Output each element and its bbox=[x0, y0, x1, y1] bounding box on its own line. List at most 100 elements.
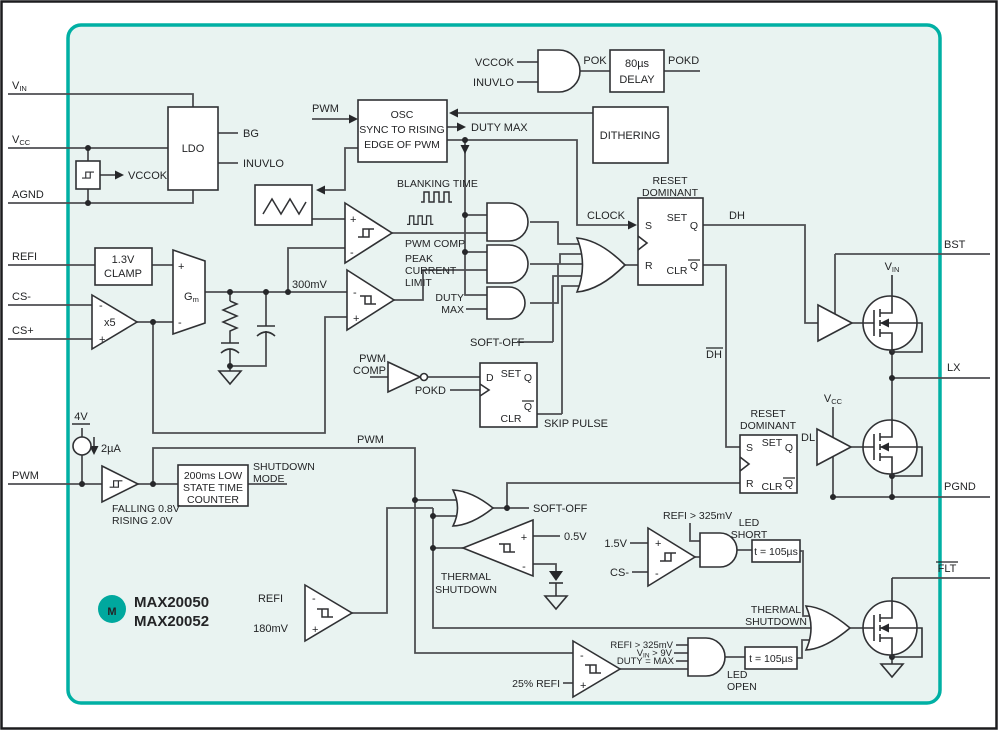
thermal-plus-sign: + bbox=[521, 532, 527, 544]
arrow-blanking-down-icon bbox=[460, 145, 470, 154]
osc-line1: OSC bbox=[391, 109, 414, 121]
clock-edge-icon bbox=[479, 383, 491, 397]
clock-edge-icon bbox=[637, 235, 649, 251]
ff-dh-qb: Q bbox=[690, 260, 698, 272]
ff-dh-q: Q bbox=[690, 220, 698, 232]
v05-label: 0.5V bbox=[564, 531, 587, 543]
pin-label-vcc: VCC bbox=[12, 134, 31, 147]
pin-label-flt: FLT bbox=[938, 563, 957, 575]
shutdown-mode-label-2: MODE bbox=[253, 473, 285, 485]
dh-label: DH bbox=[729, 210, 745, 222]
duty-label-2: MAX bbox=[441, 304, 464, 316]
pwm-comp-inverter bbox=[387, 360, 429, 394]
thermal-diode bbox=[549, 571, 563, 584]
x5-amplifier bbox=[91, 293, 139, 351]
vccok-in-label: VCCOK bbox=[475, 57, 515, 69]
pwmcomp-minus-sign: - bbox=[350, 247, 354, 259]
fault-mosfet bbox=[850, 578, 923, 658]
led-open-label-1: LED bbox=[727, 669, 748, 681]
ff-dl-q: Q bbox=[785, 442, 793, 454]
sawtooth-wave-icon bbox=[262, 197, 307, 216]
refi-comp-label: REFI bbox=[258, 593, 283, 605]
ff-dh-s: S bbox=[645, 220, 652, 232]
pwm-schmitt-buffer bbox=[101, 464, 140, 504]
ff-dl-clr: CLR bbox=[761, 481, 782, 493]
pokd-label: POKD bbox=[668, 55, 699, 67]
pin-label-agnd: AGND bbox=[12, 189, 44, 201]
clamp-line1: 1.3V bbox=[112, 254, 135, 266]
led-open-delay-block bbox=[744, 646, 798, 670]
low-state-counter-block bbox=[177, 464, 249, 507]
clamp-block bbox=[94, 247, 153, 286]
pok-and-gate bbox=[537, 49, 581, 93]
thermal-shutdown-label-2: SHUTDOWN bbox=[745, 616, 807, 628]
pin-label-cs-plus: CS+ bbox=[12, 325, 34, 337]
ff-skip-q: Q bbox=[524, 372, 532, 384]
pok-label: POK bbox=[583, 55, 607, 67]
counter-line2: STATE TIME bbox=[183, 482, 243, 494]
pin-label-pwm: PWM bbox=[12, 470, 39, 482]
ff-dl-qb: Q bbox=[785, 478, 793, 490]
delay-80us-block bbox=[609, 49, 665, 93]
t105-label-1: t = 105µs bbox=[754, 546, 798, 558]
thermal-shutdown-comparator bbox=[460, 518, 534, 578]
dh-flip-flop bbox=[637, 197, 704, 286]
capacitor-icon bbox=[256, 325, 276, 337]
refi-plus-sign: + bbox=[312, 624, 318, 636]
pin-label-pgnd: PGND bbox=[944, 481, 976, 493]
counter-line3: COUNTER bbox=[187, 494, 239, 506]
ledshort-minus-sign: - bbox=[655, 568, 659, 580]
ledopen-minus-sign: - bbox=[580, 650, 584, 662]
maxim-logo: M MAX20050 MAX20052 bbox=[98, 594, 209, 630]
ff-dl-dominant: DOMINANT bbox=[740, 420, 797, 432]
duty-max-eq-label: DUTY = MAX bbox=[617, 656, 675, 667]
arrow-osc-to-sawtooth-icon bbox=[316, 185, 325, 195]
t105-label-2: t = 105µs bbox=[749, 653, 793, 665]
arrow-vccok-icon bbox=[115, 170, 124, 180]
arrow-2ua-icon bbox=[89, 446, 99, 455]
delay-line1: 80µs bbox=[625, 58, 650, 70]
thermal-minus-sign: - bbox=[522, 561, 526, 573]
thermal-label-1: THERMAL bbox=[441, 571, 491, 583]
pwm-comparator bbox=[344, 201, 394, 265]
ff-skip-clr: CLR bbox=[500, 413, 521, 425]
osc-pwm-in-label: PWM bbox=[312, 103, 339, 115]
ff-skip-qb: Q bbox=[524, 401, 532, 413]
x5-label: x5 bbox=[104, 317, 116, 329]
arrow-pwm-to-osc-icon bbox=[349, 114, 358, 124]
pin-label-lx: LX bbox=[947, 362, 961, 374]
high-side-mosfet bbox=[852, 275, 923, 353]
peak-label-1: PEAK bbox=[405, 253, 433, 265]
osc-block bbox=[357, 99, 448, 163]
inuvlo-label: INUVLO bbox=[243, 158, 284, 170]
peak-current-comparator bbox=[346, 268, 396, 332]
led-short-comparator bbox=[647, 526, 697, 588]
arrowheads bbox=[89, 108, 637, 455]
skip-pwm-label-1: PWM bbox=[359, 353, 386, 365]
diode-icon bbox=[549, 571, 563, 581]
arrow-clock-icon bbox=[628, 220, 637, 230]
thermal-label-2: SHUTDOWN bbox=[435, 584, 497, 596]
led-short-and-gate bbox=[699, 532, 738, 568]
pwm-internal-label: PWM bbox=[357, 434, 384, 446]
ff-dl-reset: RESET bbox=[750, 408, 786, 420]
ground-icon bbox=[543, 595, 569, 611]
falling-label: FALLING 0.8V bbox=[112, 503, 180, 515]
main-or-gate bbox=[575, 237, 627, 293]
part-number-1: MAX20050 bbox=[134, 594, 209, 611]
sawtooth-generator-block bbox=[254, 184, 313, 226]
led-open-label-2: OPEN bbox=[727, 681, 757, 693]
delay-line2: DELAY bbox=[619, 74, 655, 86]
bg-label: BG bbox=[243, 128, 259, 140]
peak-label-2: CURRENT bbox=[405, 265, 457, 277]
dithering-title: DITHERING bbox=[600, 130, 661, 142]
junction-dots bbox=[79, 137, 895, 660]
ff-dh-reset: RESET bbox=[652, 175, 688, 187]
ground-icon bbox=[879, 663, 905, 679]
x5-plus-sign: + bbox=[99, 334, 105, 346]
soft-off-or-gate bbox=[451, 489, 495, 527]
duty-max-out-label: DUTY MAX bbox=[471, 122, 528, 134]
ref25-label: 25% REFI bbox=[512, 678, 560, 690]
skip-pokd-label: POKD bbox=[415, 385, 446, 397]
refi-325-label: REFI > 325mV bbox=[663, 510, 732, 522]
